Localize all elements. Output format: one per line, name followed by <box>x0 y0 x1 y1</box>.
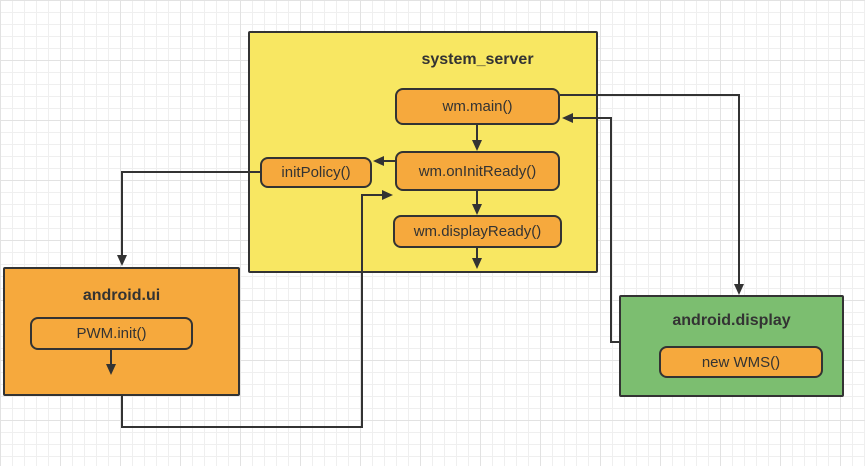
node-pwm-init: PWM.init() <box>30 317 193 350</box>
node-wm-main: wm.main() <box>395 88 560 125</box>
arrowhead-down-android-display <box>734 284 744 295</box>
node-wm-display-ready: wm.displayReady() <box>393 215 562 248</box>
node-new-wms: new WMS() <box>659 346 823 378</box>
android-ui-container: android.ui PWM.init() <box>3 267 240 396</box>
system-server-title: system_server <box>421 51 534 68</box>
node-wm-on-init-ready: wm.onInitReady() <box>395 151 560 191</box>
android-ui-title: android.ui <box>82 287 161 304</box>
android-display-container: android.display new WMS() <box>619 295 844 397</box>
node-init-policy: initPolicy() <box>260 157 372 188</box>
connector-init-policy-to-android-ui <box>121 171 260 256</box>
arrowhead-down-android-ui <box>117 255 127 266</box>
system-server-container: system_server wm.main() initPolicy() wm.… <box>248 31 598 273</box>
android-display-title: android.display <box>672 312 791 329</box>
